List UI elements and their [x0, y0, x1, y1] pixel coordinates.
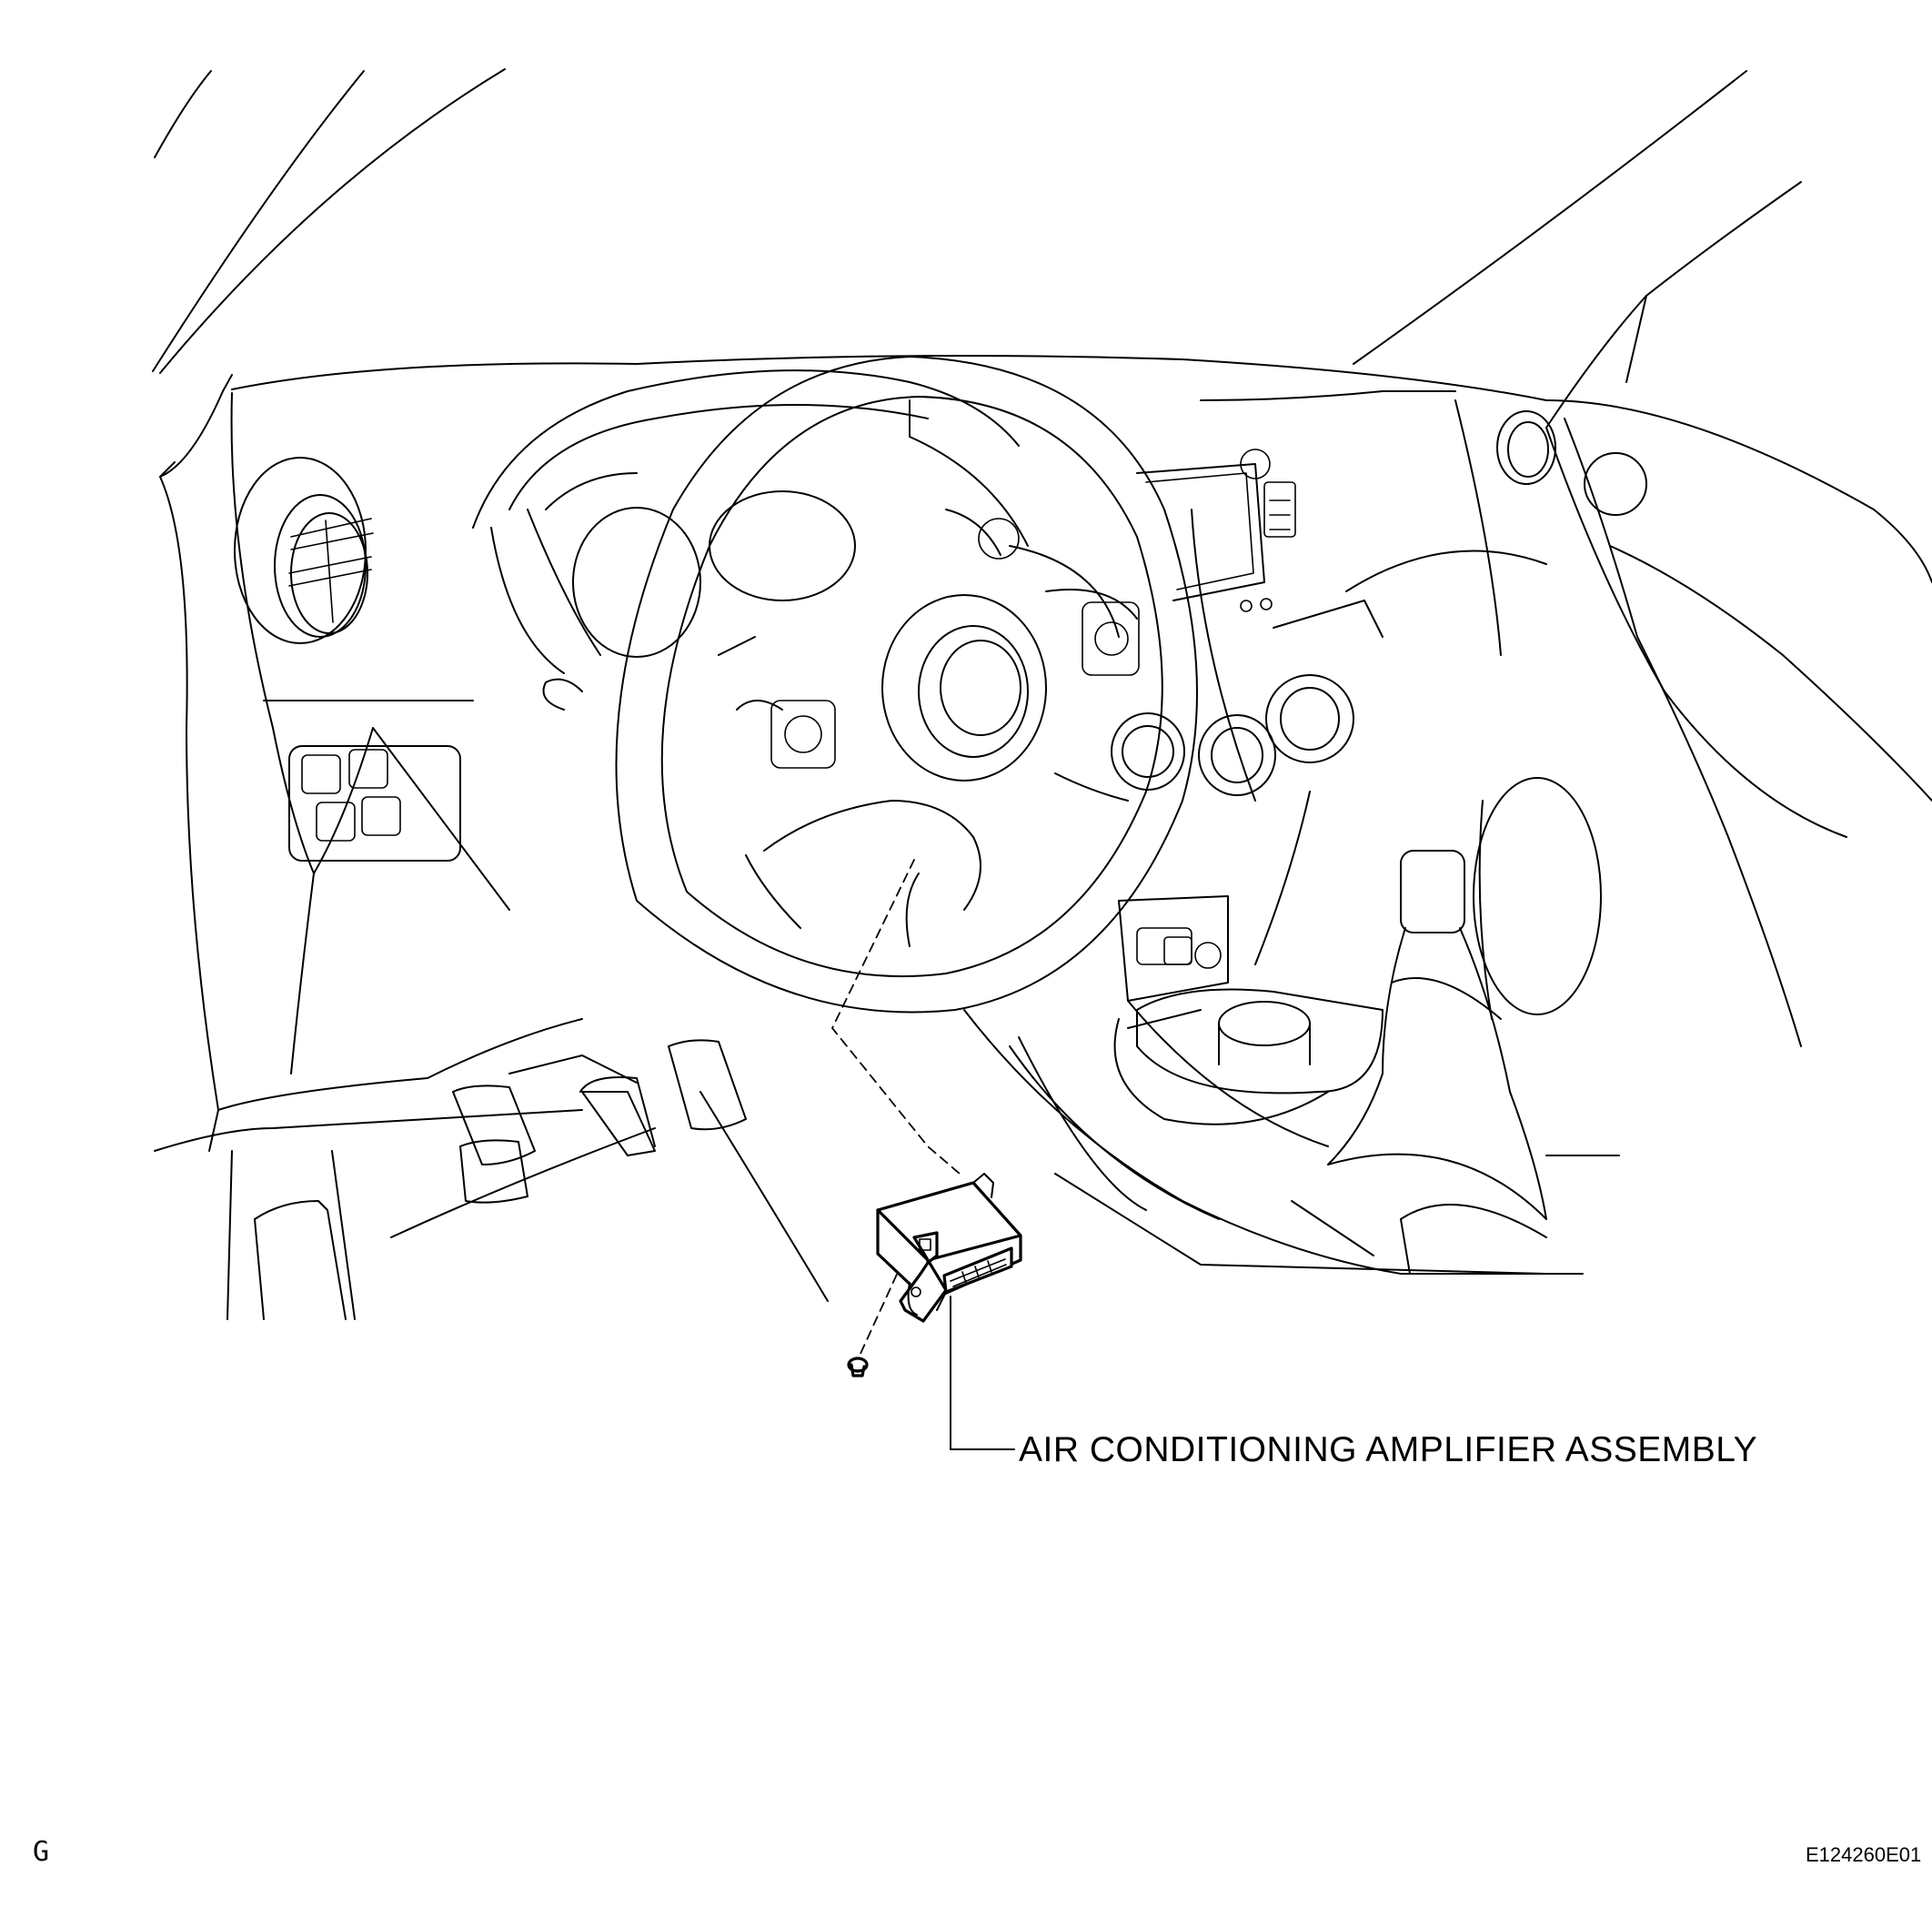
lower-console-floor [963, 1000, 1584, 1275]
left-switch-panel [288, 745, 461, 862]
air-conditioning-amplifier-assembly [876, 1173, 1022, 1323]
left-air-vent [234, 457, 374, 644]
dashboard-top-outline [231, 355, 1932, 1047]
figure-code: E124260E01 [1806, 1843, 1922, 1866]
steering-wheel [615, 356, 1198, 1014]
instrument-cluster [472, 369, 1020, 711]
dashboard-left-body [154, 392, 829, 1320]
callout-leader-line [950, 1296, 1015, 1450]
windshield-left-edges [152, 68, 506, 478]
gear-shift-area [1136, 777, 1620, 1275]
windshield-right-edges [1353, 70, 1802, 429]
air-conditioning-amplifier-assembly-label: AIR CONDITIONING AMPLIFIER ASSEMBLY [1019, 1430, 1758, 1469]
center-console [1111, 390, 1647, 1002]
mounting-screw [847, 1357, 869, 1377]
corner-letter: G [33, 1836, 50, 1868]
pedals [452, 1039, 747, 1204]
